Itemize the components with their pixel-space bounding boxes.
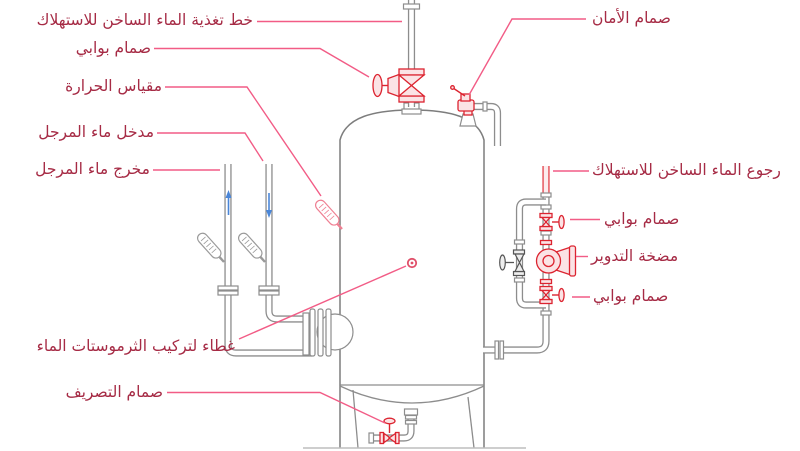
thermostat-port (406, 257, 418, 269)
gate-valve-right-lower-component (539, 285, 565, 305)
leader-lines (153, 18, 600, 424)
boiler-inlet-pipe (258, 164, 312, 323)
label-safety-valve: صمام الأمان (592, 9, 671, 27)
flow-arrow-up (225, 190, 232, 215)
boiler-outlet-pipe (217, 164, 312, 357)
label-thermometer: مقياس الحرارة (65, 77, 162, 95)
label-circulation-pump: مضخة التدوير (591, 247, 679, 265)
pipe-thermometer-left (194, 229, 229, 267)
label-boiler-water-outlet: مخرج ماء المرجل (35, 160, 150, 178)
pipe-thermometer-right (235, 229, 270, 267)
gate-valve-top-component (372, 68, 426, 103)
manhole-cover (302, 308, 354, 357)
storage-tank (339, 109, 485, 449)
drain-valve-component (379, 417, 400, 445)
label-gate-valve-right-lower: صمام بوابي (593, 287, 669, 305)
label-hot-water-return: رجوع الماء الساخن للاستهلاك (592, 161, 781, 179)
bypass-valve (499, 249, 526, 277)
return-pipe (483, 166, 552, 360)
gate-valve-right-upper-component (539, 212, 565, 232)
circulation-pump-component (535, 239, 577, 285)
safety-valve-component (450, 85, 502, 146)
label-gate-valve-top: صمام بوابي (75, 39, 151, 57)
label-drain-valve: صمام التصريف (65, 383, 163, 401)
label-boiler-water-inlet: مدخل ماء المرجل (38, 123, 154, 141)
label-gate-valve-right-upper: صمام بوابي (604, 210, 680, 228)
label-thermostat-cover: غطاء لتركيب الثرموستات الماء (36, 337, 235, 355)
flow-arrow-down (266, 193, 272, 218)
drain-pipe (368, 408, 419, 444)
label-feed-line: خط تغذية الماء الساخن للاستهلاك (36, 11, 253, 29)
